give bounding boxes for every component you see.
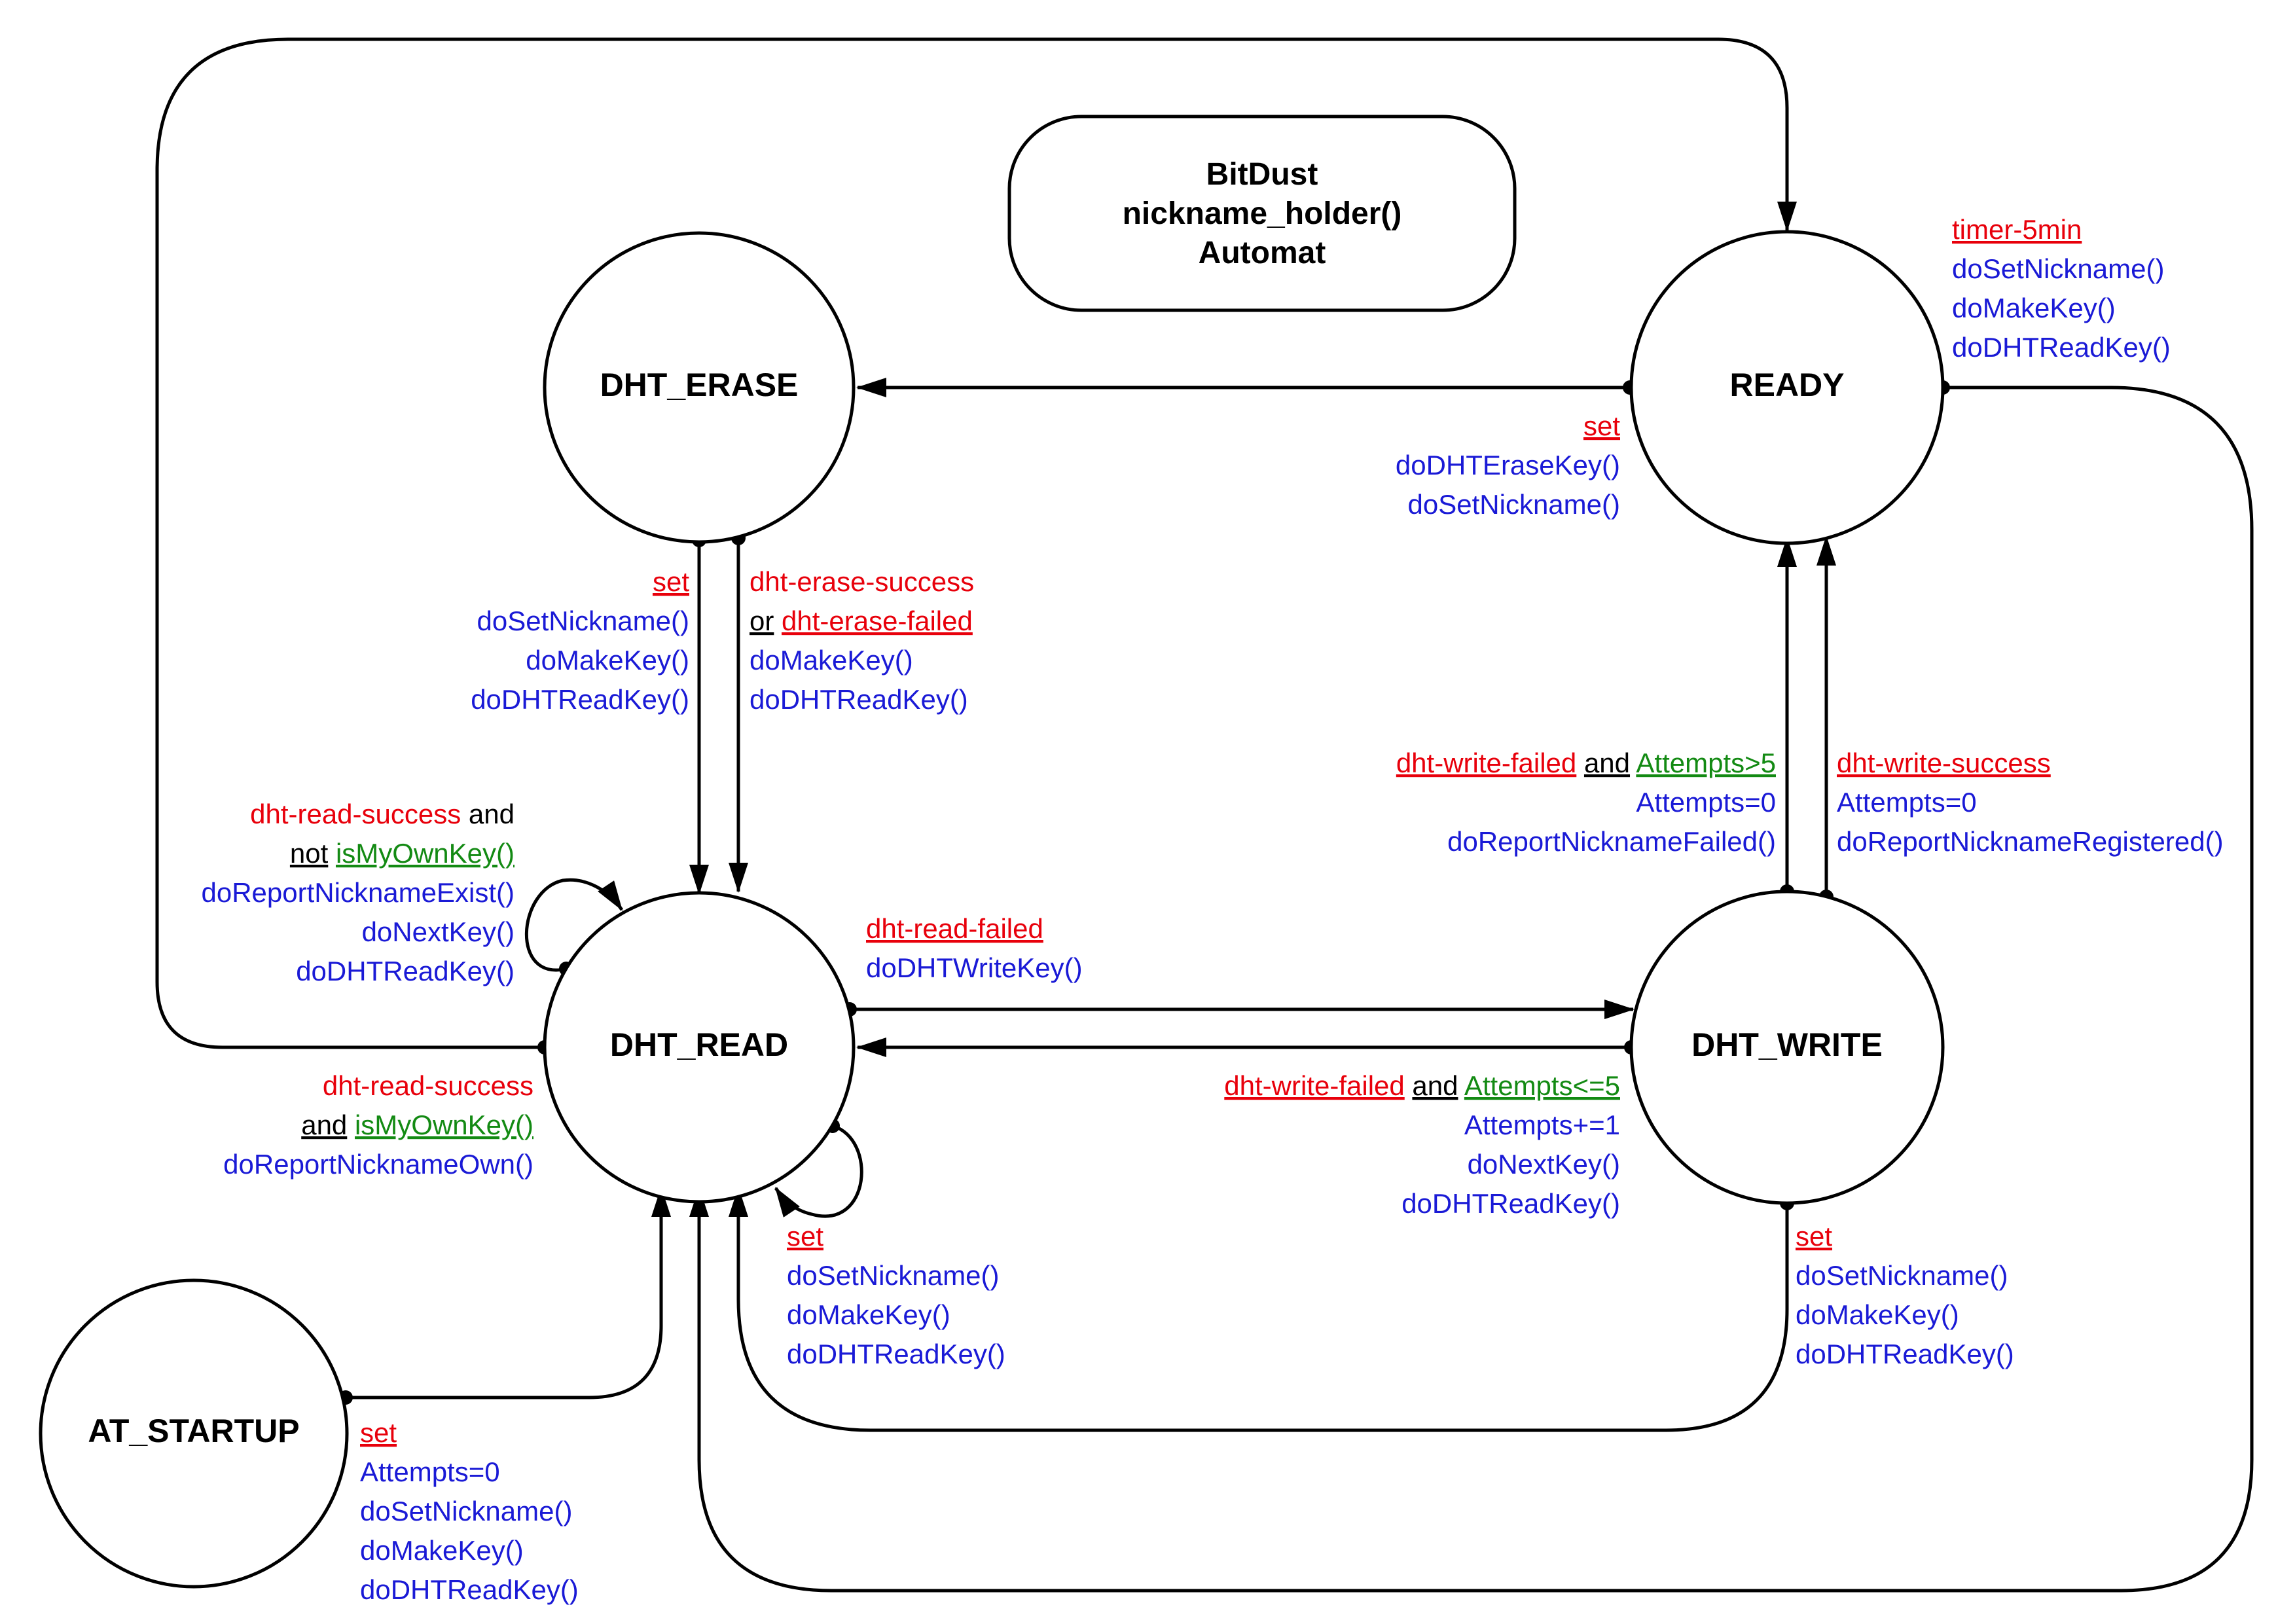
action-label: doDHTReadKey() — [360, 1574, 579, 1605]
event-label: dht-write-success — [1837, 748, 2051, 778]
action-label: Attempts+=1 — [1464, 1110, 1620, 1140]
state-at-startup: AT_STARTUP — [39, 1278, 349, 1589]
action-label: doDHTReadKey() — [296, 956, 515, 986]
action-label: doReportNicknameExist() — [202, 877, 515, 908]
title-line-2: nickname_holder() — [1123, 196, 1402, 231]
action-label: doReportNicknameOwn() — [223, 1149, 533, 1180]
edge-startup-to-read — [346, 1187, 671, 1399]
action-label: doNextKey() — [1468, 1149, 1620, 1180]
label-write-fail-to-ready: dht-write-failed and Attempts>5 Attempts… — [1396, 748, 1776, 857]
transition-origins — [338, 380, 1950, 1405]
action-label: doDHTWriteKey() — [866, 952, 1083, 983]
event-label: set — [787, 1221, 823, 1252]
action-label: doDHTReadKey() — [1796, 1339, 2014, 1369]
action-label: doSetNickname() — [1796, 1260, 2008, 1291]
edge-read-self-loop-upper — [524, 878, 624, 972]
action-label: doSetNickname() — [360, 1496, 572, 1526]
event-label: set — [1583, 410, 1620, 441]
condition-label: isMyOwnKey() — [336, 838, 515, 869]
state-label-at-startup: AT_STARTUP — [88, 1413, 299, 1449]
action-label: doDHTReadKey() — [787, 1339, 1005, 1369]
action-label: doSetNickname() — [1952, 253, 2164, 284]
label-write-success-to-ready: dht-write-success Attempts=0 doReportNic… — [1837, 748, 2224, 857]
state-label-ready: READY — [1729, 367, 1844, 403]
title-line-3: Automat — [1199, 236, 1326, 270]
action-label: Attempts=0 — [1837, 787, 1977, 818]
label-ready-timer: timer-5min doSetNickname() doMakeKey() d… — [1952, 214, 2171, 363]
condition-label: isMyOwnKey() — [355, 1110, 533, 1140]
action-label: doDHTReadKey() — [750, 684, 968, 715]
action-label: doMakeKey() — [787, 1299, 950, 1330]
edge-ready-timer-to-read — [689, 386, 2254, 1593]
event-or-line: or dht-erase-failed — [750, 605, 973, 636]
state-dht-write: DHT_WRITE — [1629, 890, 1945, 1205]
state-label-dht-erase: DHT_ERASE — [600, 367, 799, 403]
label-ready-to-erase: set doDHTEraseKey() doSetNickname() — [1396, 410, 1620, 520]
event-label: set — [1796, 1221, 1832, 1252]
transitions — [155, 37, 2254, 1593]
state-dht-erase: DHT_ERASE — [543, 231, 856, 544]
operator-label: and — [301, 1110, 347, 1140]
action-label: doReportNicknameFailed() — [1447, 826, 1776, 857]
event-label: dht-write-failed — [1224, 1070, 1404, 1101]
edge-read-to-ready-loop — [155, 37, 1797, 1049]
event-line: dht-write-failed and Attempts>5 — [1396, 748, 1776, 778]
action-label: doMakeKey() — [526, 645, 689, 676]
event-label: dht-read-success — [323, 1070, 533, 1101]
operator-label: and — [469, 799, 515, 829]
edge-read-self-loop-lower — [774, 1124, 863, 1218]
event-label: dht-read-success — [250, 799, 461, 829]
condition-label: Attempts>5 — [1636, 748, 1776, 778]
event-label: dht-write-failed — [1396, 748, 1576, 778]
action-label: doNextKey() — [362, 916, 515, 947]
action-label: doMakeKey() — [750, 645, 913, 676]
event-label: dht-erase-success — [750, 566, 974, 597]
operator-label: and — [1584, 748, 1630, 778]
action-label: doDHTEraseKey() — [1396, 450, 1620, 480]
action-label: doDHTReadKey() — [1952, 332, 2171, 363]
title-line-1: BitDust — [1206, 157, 1318, 192]
event-line: dht-read-success and — [250, 799, 515, 829]
title-box: BitDust nickname_holder() Automat — [1007, 115, 1517, 312]
action-label: doSetNickname() — [787, 1260, 999, 1291]
action-label: doMakeKey() — [1952, 293, 2116, 323]
label-read-own: dht-read-success and isMyOwnKey() doRepo… — [223, 1070, 533, 1180]
event-label: set — [360, 1417, 397, 1448]
label-startup-to-read: set Attempts=0 doSetNickname() doMakeKey… — [360, 1417, 579, 1605]
event-line: dht-write-failed and Attempts<=5 — [1224, 1070, 1620, 1101]
state-label-dht-read: DHT_READ — [610, 1026, 788, 1063]
action-label: doSetNickname() — [477, 605, 689, 636]
action-label: doDHTReadKey() — [1401, 1188, 1620, 1219]
label-read-to-write: dht-read-failed doDHTWriteKey() — [866, 913, 1083, 983]
condition-line: and isMyOwnKey() — [301, 1110, 533, 1140]
label-write-to-read-set: set doSetNickname() doMakeKey() doDHTRea… — [1796, 1221, 2014, 1369]
event-label: timer-5min — [1952, 214, 2082, 245]
state-label-dht-write: DHT_WRITE — [1691, 1026, 1883, 1063]
label-read-not-own: dht-read-success and not isMyOwnKey() do… — [202, 799, 515, 986]
action-label: doMakeKey() — [360, 1535, 524, 1566]
event-label: dht-erase-failed — [782, 605, 973, 636]
state-ready: READY — [1629, 230, 1945, 545]
action-label: doReportNicknameRegistered() — [1837, 826, 2224, 857]
label-erase-to-read-set: set doSetNickname() doMakeKey() doDHTRea… — [471, 566, 689, 715]
action-label: Attempts=0 — [1636, 787, 1776, 818]
label-write-to-read-retry: dht-write-failed and Attempts<=5 Attempt… — [1224, 1070, 1620, 1219]
action-label: doSetNickname() — [1408, 489, 1620, 520]
operator-label: or — [750, 605, 774, 636]
action-label: doMakeKey() — [1796, 1299, 1959, 1330]
label-read-self-set: set doSetNickname() doMakeKey() doDHTRea… — [787, 1221, 1005, 1369]
event-label: dht-read-failed — [866, 913, 1043, 944]
condition-line: not isMyOwnKey() — [290, 838, 515, 869]
condition-label: Attempts<=5 — [1464, 1070, 1620, 1101]
state-dht-read: DHT_READ — [543, 891, 856, 1204]
operator-label: and — [1412, 1070, 1458, 1101]
action-label: Attempts=0 — [360, 1456, 500, 1487]
operator-label: not — [290, 838, 329, 869]
action-label: doDHTReadKey() — [471, 684, 689, 715]
event-label: set — [653, 566, 689, 597]
label-erase-to-read-done: dht-erase-success or dht-erase-failed do… — [750, 566, 974, 715]
edge-write-to-read-set — [729, 1187, 1789, 1432]
